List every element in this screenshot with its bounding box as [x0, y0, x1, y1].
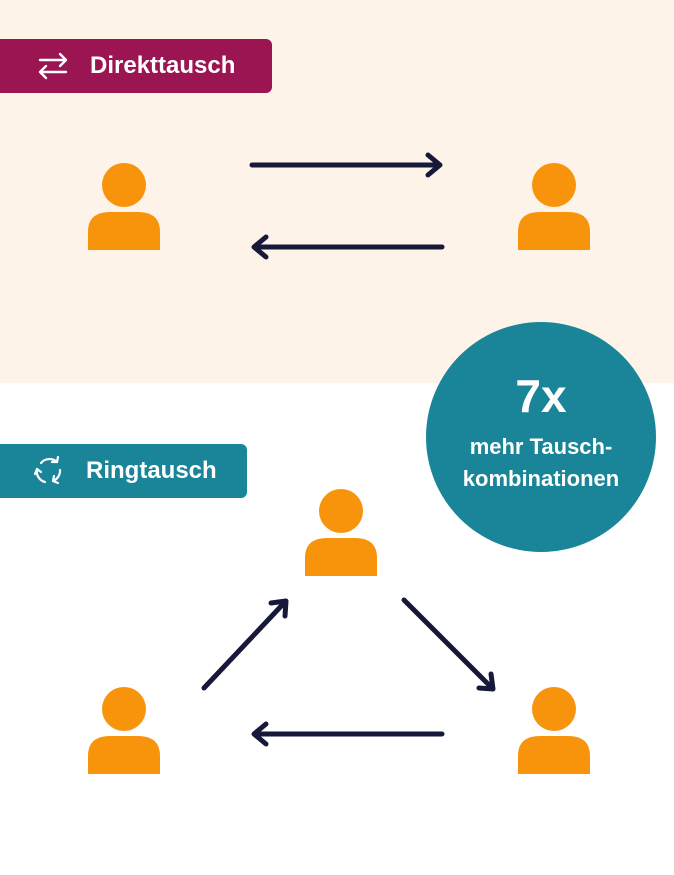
swap-arrows-icon — [36, 49, 70, 83]
badge-line-2: kombinationen — [462, 466, 620, 491]
ring-exchange-label: Ringtausch — [0, 444, 247, 498]
person-icon — [88, 163, 160, 250]
combinations-badge: 7x mehr Tausch- kombinationen — [426, 322, 656, 552]
person-icon — [88, 687, 160, 774]
circular-arrows-icon — [32, 454, 66, 488]
arrow-up-right-ring — [201, 598, 289, 691]
arrow-left-ring — [251, 721, 445, 747]
person-icon — [518, 163, 590, 250]
direct-exchange-title: Direkttausch — [90, 52, 236, 79]
person-icon — [518, 687, 590, 774]
badge-number: 7x — [515, 370, 567, 423]
badge-line-1: mehr Tausch- — [469, 434, 613, 460]
ring-exchange-title: Ringtausch — [86, 457, 217, 484]
arrow-down-right-ring — [401, 597, 496, 692]
person-icon — [305, 489, 377, 576]
direct-exchange-label: Direkttausch — [0, 39, 272, 93]
